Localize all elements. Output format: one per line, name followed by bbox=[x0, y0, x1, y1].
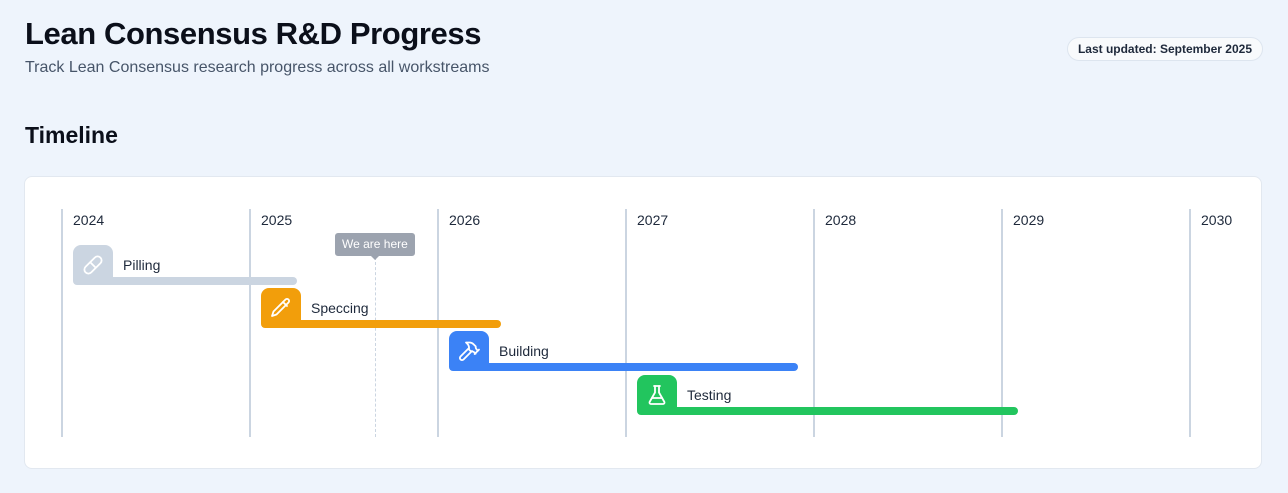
page-title: Lean Consensus R&D Progress bbox=[25, 16, 482, 51]
year-gridline bbox=[1189, 209, 1191, 437]
last-updated-badge: Last updated: September 2025 bbox=[1066, 37, 1263, 61]
year-label: 2027 bbox=[637, 212, 669, 228]
phase-label-testing: Testing bbox=[687, 387, 732, 403]
year-gridline bbox=[625, 209, 627, 437]
now-marker-line bbox=[375, 257, 376, 437]
pill-icon bbox=[73, 245, 113, 285]
timeline-heading: Timeline bbox=[25, 122, 118, 148]
year-label: 2024 bbox=[73, 212, 105, 228]
phase-bar-speccing[interactable] bbox=[261, 320, 501, 328]
year-gridline bbox=[1001, 209, 1003, 437]
phase-label-building: Building bbox=[499, 343, 549, 359]
hammer-icon bbox=[449, 331, 489, 371]
year-gridline bbox=[61, 209, 63, 437]
pencil-icon bbox=[261, 288, 301, 328]
page-subtitle: Track Lean Consensus research progress a… bbox=[25, 59, 490, 76]
year-gridline bbox=[813, 209, 815, 437]
year-label: 2026 bbox=[449, 212, 481, 228]
flask-icon bbox=[637, 375, 677, 415]
year-label: 2030 bbox=[1201, 212, 1233, 228]
phase-bar-pilling[interactable] bbox=[73, 277, 297, 285]
now-marker-tooltip: We are here bbox=[335, 233, 415, 260]
phase-label-pilling: Pilling bbox=[123, 257, 161, 273]
phase-bar-testing[interactable] bbox=[637, 407, 1018, 415]
year-label: 2028 bbox=[825, 212, 857, 228]
year-label: 2029 bbox=[1013, 212, 1045, 228]
year-label: 2025 bbox=[261, 212, 293, 228]
phase-label-speccing: Speccing bbox=[311, 300, 369, 316]
phase-bar-building[interactable] bbox=[449, 363, 798, 371]
year-gridline bbox=[249, 209, 251, 437]
